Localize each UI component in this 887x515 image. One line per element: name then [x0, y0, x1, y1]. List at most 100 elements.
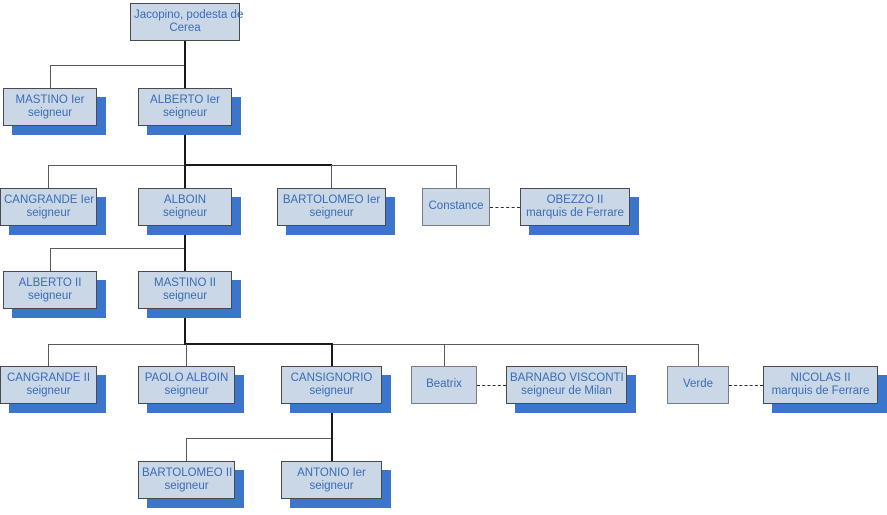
person-name: NICOLAS II	[790, 371, 851, 384]
connector-bus-level5-right	[331, 344, 699, 345]
person-node-constance[interactable]: Constance	[422, 188, 490, 226]
person-label: Verde	[668, 378, 728, 392]
person-title: seigneur	[26, 385, 71, 397]
person-node-beatrix[interactable]: Beatrix	[411, 366, 477, 404]
person-title: seigneur	[27, 107, 73, 119]
person-name: ALBOIN	[163, 193, 207, 206]
connector-down-paolo	[186, 344, 187, 366]
connector-down-cansignorio	[331, 343, 333, 366]
person-title: seigneur	[162, 107, 208, 119]
person-name: CANSIGNORIO	[290, 371, 373, 384]
person-title: seigneur	[309, 385, 354, 397]
connector-bus-level3-main	[184, 164, 332, 166]
connector-down-mastino2	[184, 248, 186, 271]
connector-down-alberto2	[50, 248, 51, 271]
person-label: Beatrix	[412, 378, 476, 392]
connector-bus-level3-left	[48, 165, 185, 166]
person-title: seigneur	[162, 290, 208, 302]
person-title: seigneur	[27, 290, 73, 302]
connector-down-antonio1	[331, 438, 333, 461]
connector-mastino2-down	[184, 309, 186, 344]
connector-down-constance	[456, 165, 457, 188]
person-title: seigneur	[164, 385, 209, 397]
person-node-verde[interactable]: Verde	[667, 366, 729, 404]
person-name: BARTOLOMEO Ier	[282, 193, 381, 206]
connector-bus-level5-main	[184, 343, 332, 345]
person-name: MASTINO II	[154, 276, 216, 289]
person-title: marquis de Ferrare	[526, 207, 624, 219]
person-name: CANGRANDE II	[6, 371, 91, 384]
connector-down-bartolomeo1	[331, 165, 332, 188]
person-name: ANTONIO Ier	[297, 466, 366, 479]
person-title: seigneur	[26, 207, 71, 219]
person-title: seigneur	[164, 480, 209, 492]
connector-down-alberto1	[184, 65, 186, 88]
marriage-connector-constance-obezzo	[490, 207, 520, 208]
connector-down-beatrix	[444, 344, 445, 366]
person-name: ALBERTO Ier	[150, 93, 220, 106]
person-title: Cerea	[169, 22, 201, 34]
connector-bus-level4	[50, 248, 185, 249]
person-title: seigneur de Milan	[521, 385, 612, 397]
connector-bus-level5-left	[48, 344, 185, 345]
person-name: Constance	[428, 200, 484, 213]
person-title: marquis de Ferrare	[771, 385, 870, 397]
connector-bus-level3-right	[331, 165, 456, 166]
connector-down-bartolomeo2	[186, 438, 187, 461]
connector-bus-level6	[186, 438, 332, 439]
connector-bus-level2	[50, 65, 185, 66]
connector-down-mastino1	[50, 65, 51, 88]
person-name: PAOLO ALBOIN	[144, 371, 229, 384]
person-label: Constance	[423, 200, 489, 214]
person-name: Beatrix	[426, 378, 462, 391]
marriage-connector-verde-nicolas	[729, 385, 763, 386]
marriage-connector-beatrix-barnabo	[477, 385, 506, 386]
person-title: seigneur	[309, 207, 354, 219]
person-name: Jacopino, podesta de	[134, 8, 244, 21]
person-name: OBEZZO II	[546, 193, 604, 206]
person-title: seigneur	[309, 480, 354, 492]
person-name: Verde	[682, 378, 714, 391]
connector-cansignorio-down	[331, 404, 333, 438]
person-name: ALBERTO II	[18, 276, 82, 289]
person-name: MASTINO Ier	[15, 93, 85, 106]
connector-jacopino-down	[184, 41, 186, 65]
connector-down-cangrande2	[48, 344, 49, 366]
person-name: CANGRANDE Ier	[4, 193, 95, 206]
person-name: BARTOLOMEO II	[142, 466, 233, 479]
person-title: seigneur	[162, 207, 208, 219]
